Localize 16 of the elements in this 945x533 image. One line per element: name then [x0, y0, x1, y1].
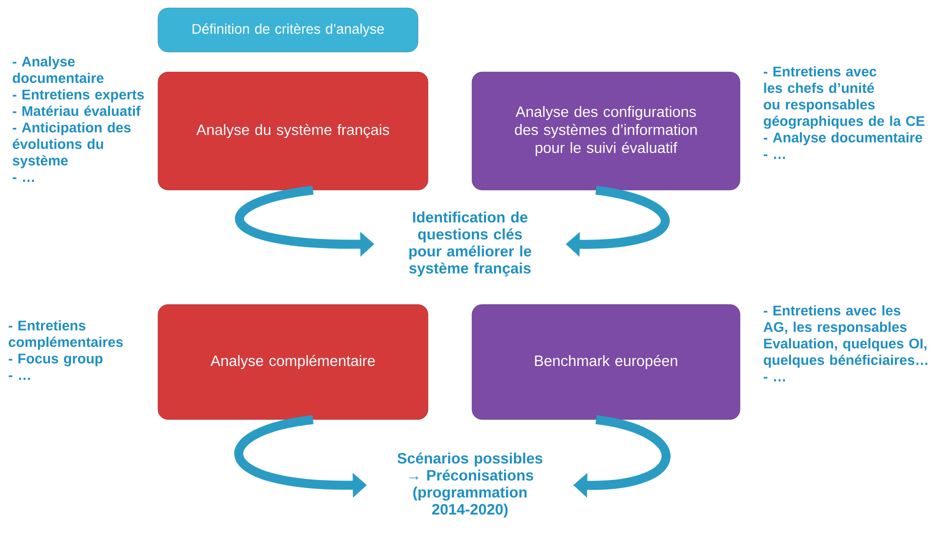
- header-box: Définition de critères d’analyse: [158, 8, 418, 52]
- result-text: Scénarios possibles → Préconisations (programmation 2014-2020): [398, 452, 542, 518]
- node-label: - Anticipation des évolutions du système: [12, 122, 131, 168]
- process-box: Analyse des configurations des systèmes d’information pour le suivi évaluatif: [472, 72, 740, 190]
- bullet-list: - Entretiens avec les AG, les responsables Evaluation, quelques OI, quelques bénéficiaires… - …: [764, 305, 928, 382]
- node-label: - Matériau évaluatif: [12, 106, 141, 116]
- process-box: Analyse complémentaire: [158, 304, 428, 420]
- result-text: Identification de questions clés pour améliorer le système français: [409, 212, 532, 276]
- process-box: Benchmark européen: [472, 304, 740, 420]
- bullet-list: - Entretiens complémentaires - Focus group - …: [8, 320, 123, 380]
- node-label: - Analyse documentaire: [12, 56, 104, 83]
- bullet-list: - Analyse documentaire - Entretiens experts - Matériau évaluatif - Anticipation des évolutions du système - …: [12, 56, 144, 182]
- node-label: - Entretiens experts: [12, 89, 144, 102]
- node-label: - …: [12, 177, 34, 182]
- bullet-list: - Entretiens avec les chefs d’unité ou responsables géographiques de la CE - Analyse documentaire - …: [764, 66, 924, 159]
- process-box: Analyse du système français: [158, 72, 428, 190]
